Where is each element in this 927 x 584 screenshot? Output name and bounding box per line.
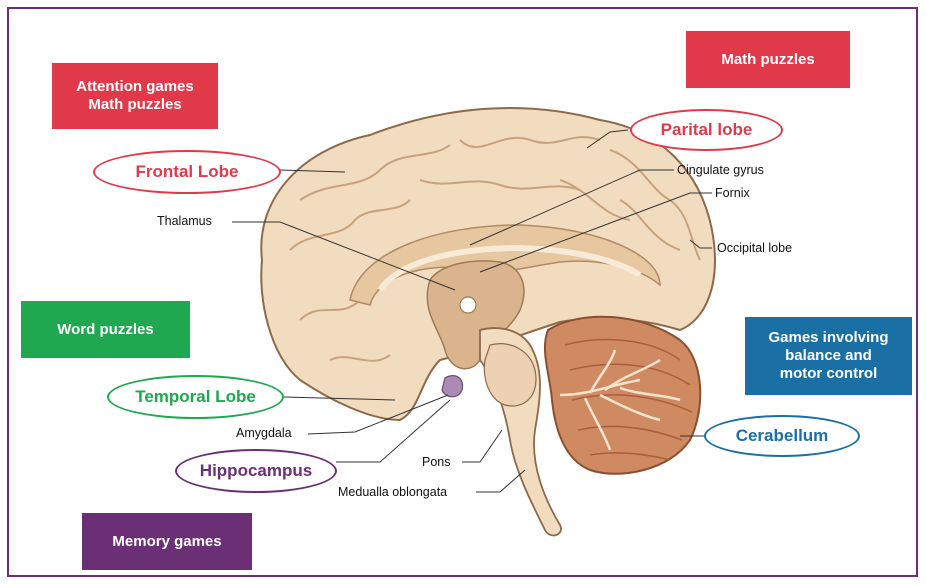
parietal-lobe-label: Parital lobe xyxy=(661,120,753,140)
word-puzzles-label: Word puzzles xyxy=(57,321,153,339)
cerebellum-oval: Cerabellum xyxy=(704,415,860,457)
hippocampus-oval: Hippocampus xyxy=(175,449,337,493)
parietal-lobe-oval: Parital lobe xyxy=(630,109,783,151)
math-puzzles-box: Math puzzles xyxy=(686,31,850,88)
balance-line2: balance and xyxy=(785,347,872,365)
memory-games-label: Memory games xyxy=(112,533,221,551)
balance-line1: Games involving xyxy=(768,329,888,347)
label-amygdala: Amygdala xyxy=(236,426,292,440)
amygdala xyxy=(442,376,463,397)
balance-games-box: Games involving balance and motor contro… xyxy=(745,317,912,395)
hippocampus-label: Hippocampus xyxy=(200,461,312,481)
label-pons: Pons xyxy=(422,455,451,469)
label-medulla-oblongata: Medualla oblongata xyxy=(338,485,447,499)
label-cingulate-gyrus: Cingulate gyrus xyxy=(677,163,764,177)
label-occipital-lobe: Occipital lobe xyxy=(717,241,792,255)
temporal-lobe-label: Temporal Lobe xyxy=(135,387,256,407)
temporal-lobe-oval: Temporal Lobe xyxy=(107,375,284,419)
attention-games-box: Attention games Math puzzles xyxy=(52,63,218,129)
word-puzzles-box: Word puzzles xyxy=(21,301,190,358)
frontal-lobe-label: Frontal Lobe xyxy=(136,162,239,182)
attention-line2: Math puzzles xyxy=(88,96,181,114)
label-fornix: Fornix xyxy=(715,186,750,200)
math-puzzles-label: Math puzzles xyxy=(721,51,814,69)
cerebellum-label: Cerabellum xyxy=(736,426,829,446)
attention-line1: Attention games xyxy=(76,78,194,96)
memory-games-box: Memory games xyxy=(82,513,252,570)
label-thalamus: Thalamus xyxy=(157,214,212,228)
frontal-lobe-oval: Frontal Lobe xyxy=(93,150,281,194)
balance-line3: motor control xyxy=(780,365,878,383)
